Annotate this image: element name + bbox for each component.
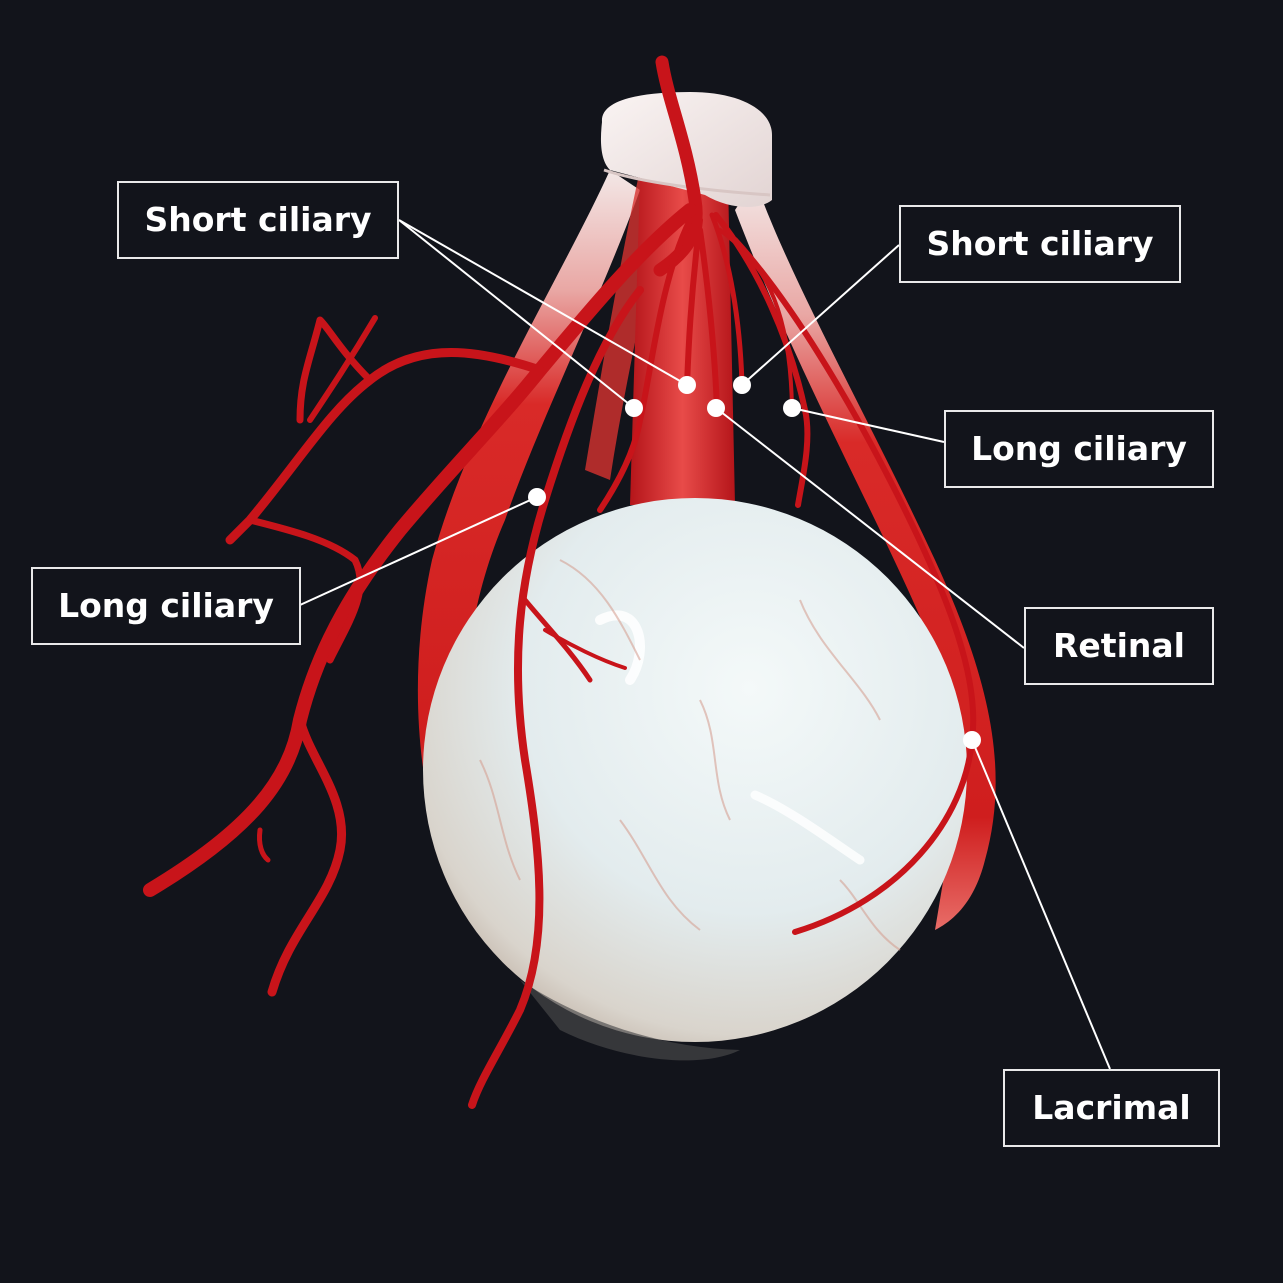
label-long-ciliary-right: Long ciliary — [944, 410, 1214, 488]
dot-short-ciliary-1 — [625, 399, 643, 417]
dot-lacrimal — [963, 731, 981, 749]
leader-line-long-ciliary-left — [299, 496, 538, 606]
leader-line-short-ciliary-left-2 — [398, 219, 688, 386]
dot-retinal — [707, 399, 725, 417]
leader-line-lacrimal — [971, 739, 1111, 1070]
leader-line-short-ciliary-left-1 — [398, 219, 635, 409]
leader-line-short-ciliary-right — [741, 244, 900, 386]
eyeball — [423, 498, 967, 1061]
label-lacrimal: Lacrimal — [1003, 1069, 1220, 1147]
dot-long-ciliary-left — [528, 488, 546, 506]
ophthalmic-artery — [653, 55, 703, 277]
leader-line-long-ciliary-right — [791, 407, 945, 443]
medial-muscle — [735, 180, 996, 930]
leader-lines — [299, 219, 1111, 1070]
optic-nerve — [630, 180, 735, 505]
label-short-ciliary-left: Short ciliary — [117, 181, 399, 259]
label-short-ciliary-right: Short ciliary — [899, 205, 1181, 283]
dot-long-ciliary-right — [783, 399, 801, 417]
leader-line-retinal — [715, 407, 1025, 649]
dot-short-ciliary-2 — [678, 376, 696, 394]
arteries — [143, 203, 977, 1109]
dot-short-ciliary-3 — [733, 376, 751, 394]
label-retinal: Retinal — [1024, 607, 1214, 685]
pointer-dots — [528, 376, 981, 749]
label-long-ciliary-left: Long ciliary — [31, 567, 301, 645]
